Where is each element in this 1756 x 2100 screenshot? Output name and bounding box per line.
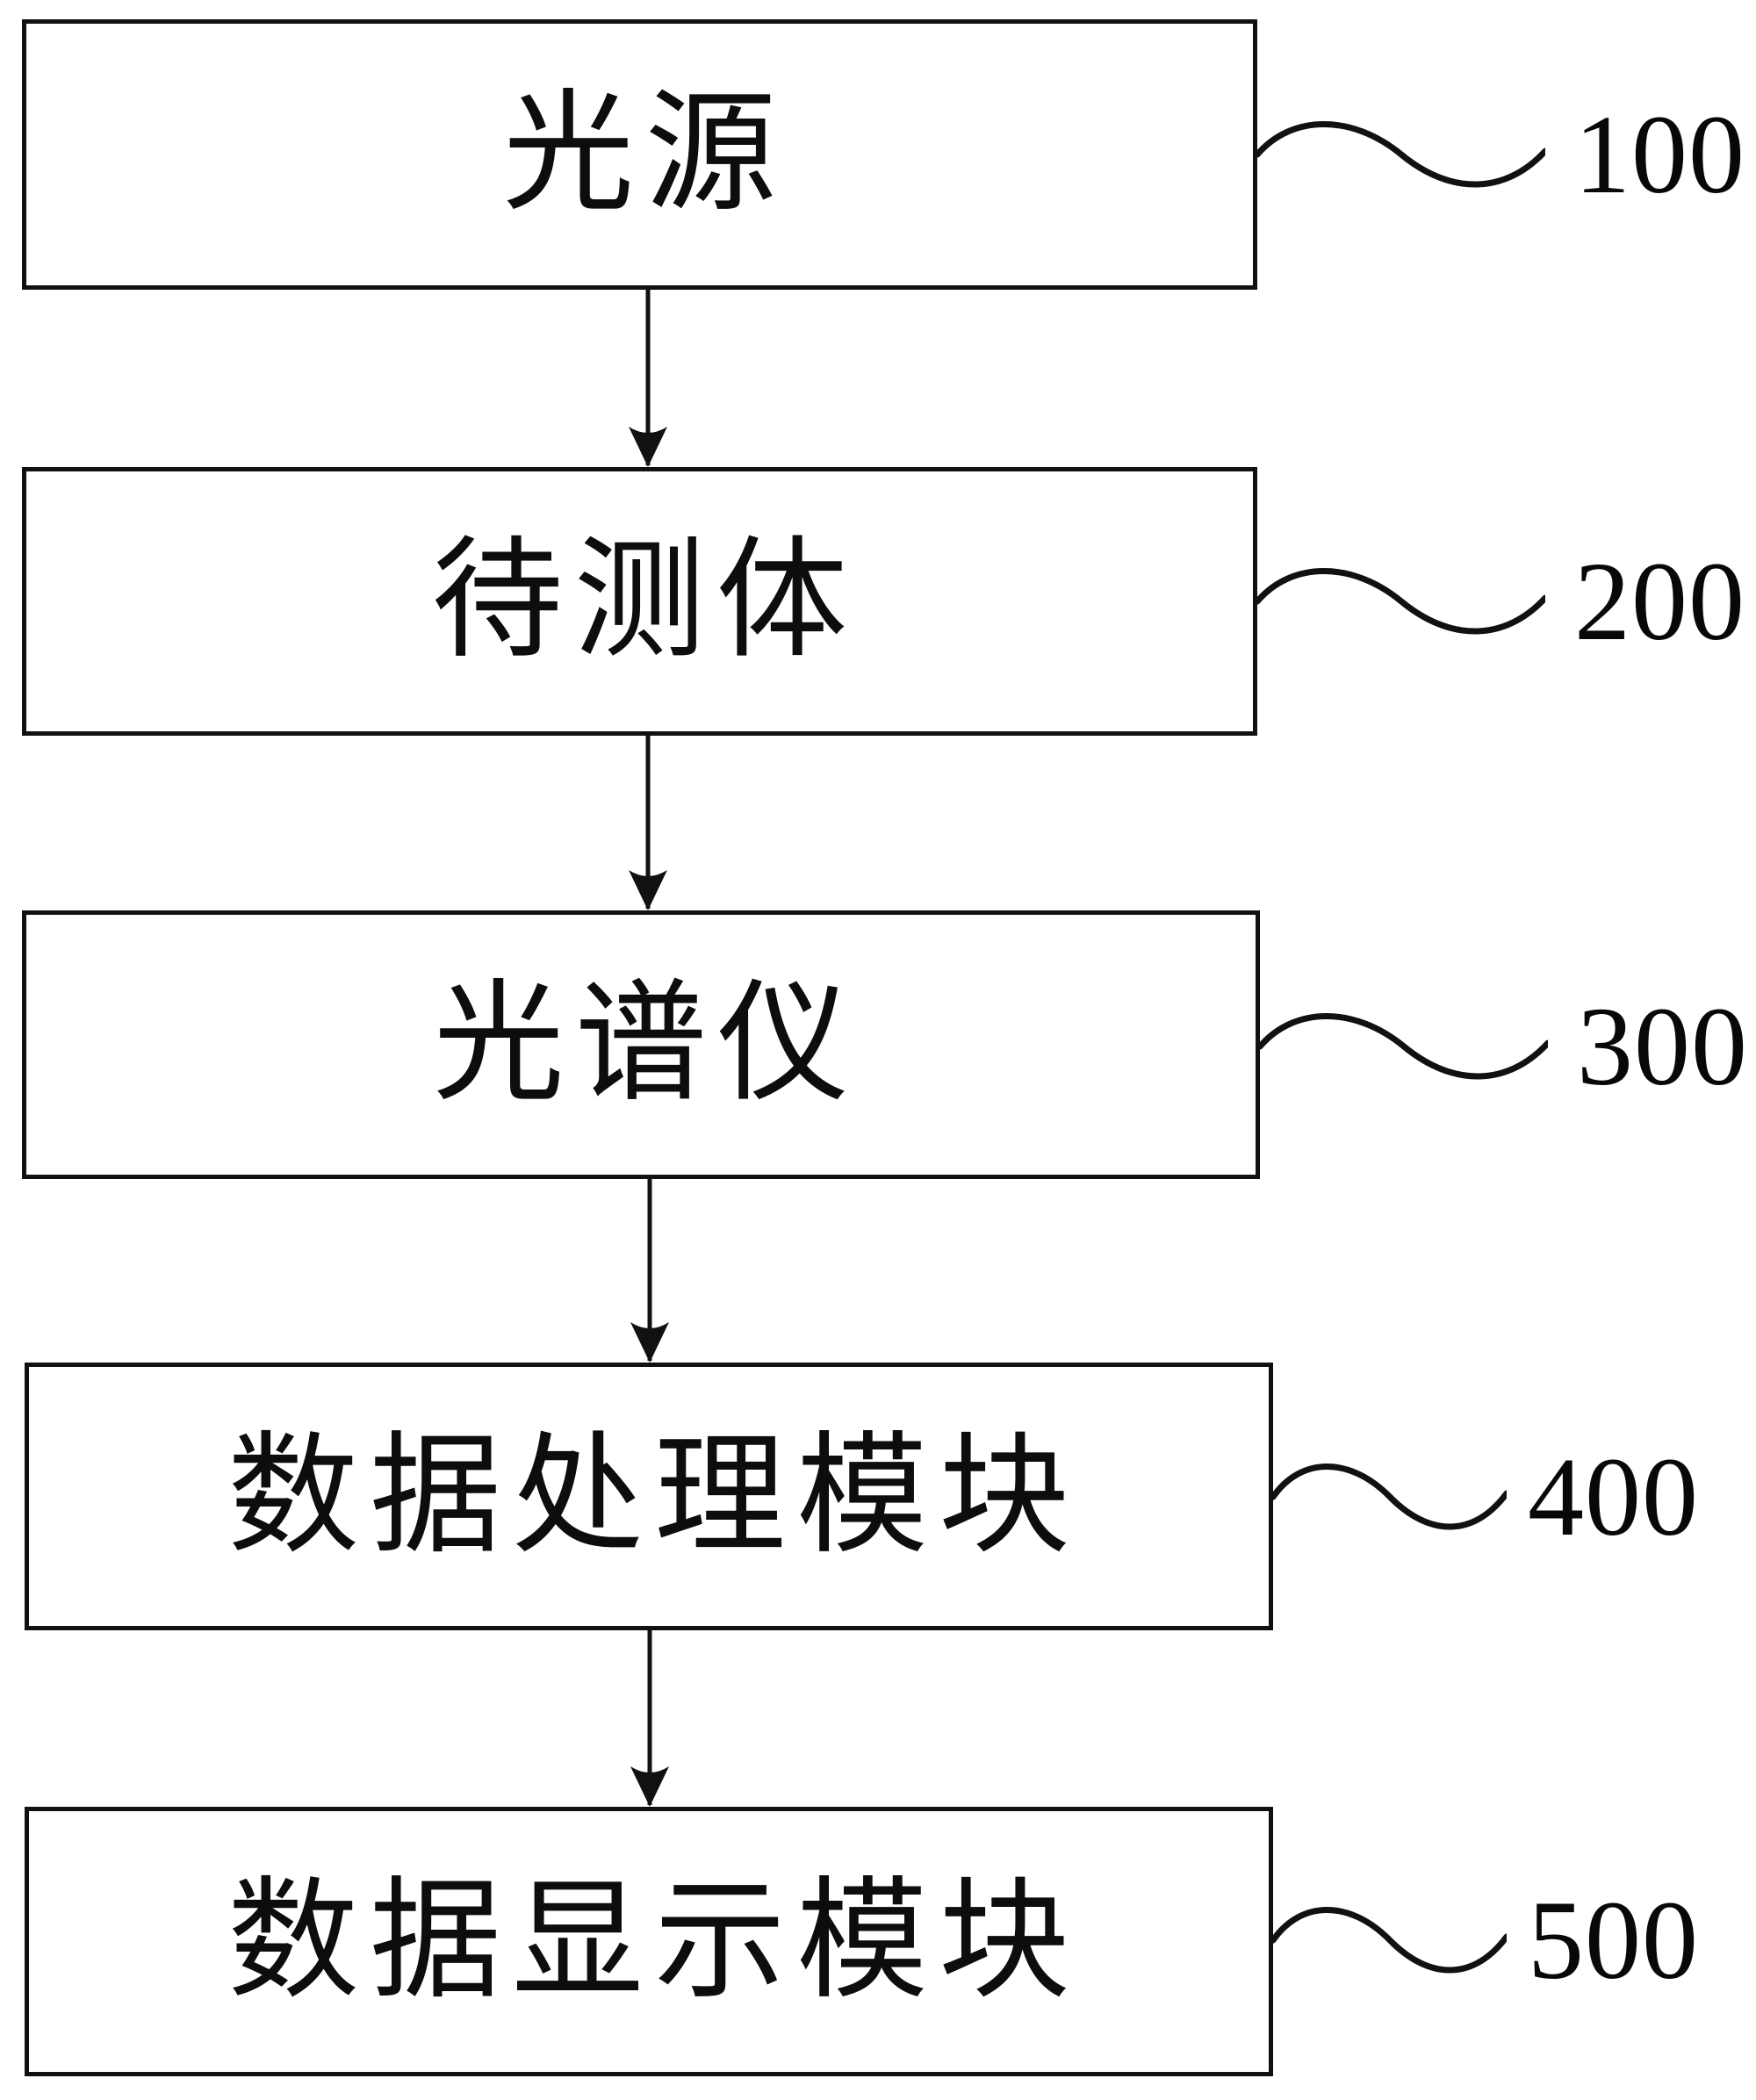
node-box-spectrometer[interactable]: 光谱仪 [22, 910, 1260, 1179]
node-box-light-source[interactable]: 光源 [22, 19, 1257, 290]
node-label-spectrometer: 光谱仪 [432, 972, 860, 1118]
leader-squiggle-data-display-module [1273, 1907, 1507, 1974]
flow-arrow-down-1 [629, 290, 667, 467]
leader-squiggle-sample [1257, 568, 1545, 635]
node-box-sample[interactable]: 待测体 [22, 467, 1257, 736]
reference-number-300: 300 [1577, 984, 1748, 1109]
reference-number-200: 200 [1574, 539, 1745, 664]
node-label-data-processing-module: 数据处理模块 [227, 1423, 1081, 1570]
leader-squiggle-light-source [1257, 121, 1545, 188]
node-label-sample: 待测体 [431, 529, 859, 674]
reference-number-100: 100 [1574, 92, 1745, 217]
flow-arrow-down-2 [629, 736, 667, 910]
node-label-light-source: 光源 [502, 82, 788, 227]
node-label-data-display-module: 数据显示模块 [227, 1868, 1081, 2015]
flow-arrow-down-4 [630, 1630, 669, 1807]
leader-squiggle-spectrometer [1260, 1013, 1548, 1080]
leader-squiggle-data-processing-module [1273, 1464, 1507, 1530]
node-box-data-processing-module[interactable]: 数据处理模块 [25, 1363, 1273, 1630]
reference-number-400: 400 [1528, 1435, 1699, 1559]
reference-number-500: 500 [1528, 1878, 1699, 2003]
node-box-data-display-module[interactable]: 数据显示模块 [25, 1807, 1273, 2076]
flow-arrow-down-3 [630, 1179, 669, 1363]
